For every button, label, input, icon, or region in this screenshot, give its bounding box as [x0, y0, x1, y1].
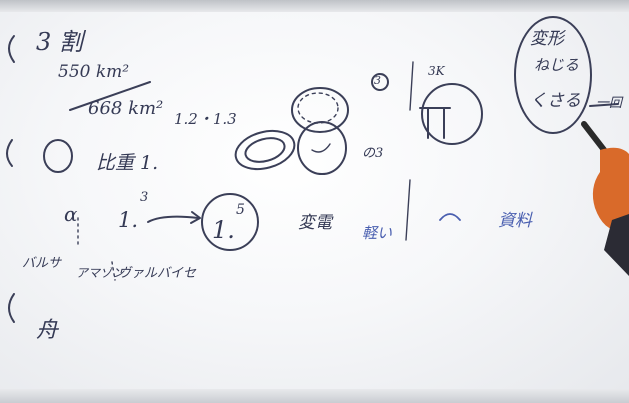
whiteboard-top-frame	[0, 0, 629, 12]
formula-base: 1.	[118, 208, 139, 232]
top-right-note-1: 変形	[530, 29, 564, 49]
arrow-line	[147, 215, 199, 223]
dash-text: 一回	[596, 96, 623, 111]
label-mid: 変電	[298, 213, 332, 233]
vertical-mark-2	[405, 179, 411, 241]
area-1: 550 km²	[58, 62, 130, 82]
item-a: α	[64, 202, 78, 226]
item-compare: 比重 1.	[96, 152, 159, 174]
circle-pi	[421, 83, 483, 145]
whiteboard-bottom-frame	[0, 389, 629, 403]
label-right: 資料	[498, 211, 532, 231]
margin-bracket-3	[8, 293, 15, 323]
hand-shape	[592, 147, 629, 232]
small-note: の3	[362, 146, 384, 161]
pi-symbol	[419, 107, 451, 139]
sleeve	[604, 214, 629, 276]
note-left-1: バルサ	[22, 256, 62, 271]
bottom-item: 舟	[36, 318, 59, 343]
label-blue: 軽い	[362, 224, 393, 242]
item3-heading: 3 割	[36, 28, 83, 56]
circle-cluster-c-mark	[311, 143, 331, 153]
circle-1-5	[201, 193, 259, 251]
label-3k: 3K	[428, 64, 445, 78]
circle-cluster-b	[291, 87, 349, 133]
note-left-3: ヴァルバイセ	[118, 266, 197, 281]
area-ratio: 1.2・1.3	[174, 110, 237, 128]
circled-3-label: 3	[374, 74, 381, 87]
vertical-mark-1	[409, 61, 414, 111]
margin-bracket-2	[6, 139, 13, 167]
area-2: 668 km²	[88, 98, 164, 119]
circled-exponent: 5	[236, 202, 245, 218]
circle-cluster-a	[234, 129, 296, 171]
note-left-2: アマゾン	[76, 266, 125, 280]
circled-3-ring	[371, 73, 389, 91]
dash-line	[589, 103, 619, 107]
top-right-note-3: くさる	[530, 91, 581, 111]
oval-right-notes	[514, 16, 592, 134]
blue-curve	[439, 213, 461, 221]
arrow-head	[190, 211, 201, 224]
margin-bracket-1	[8, 35, 15, 63]
circle-cluster-c	[297, 121, 347, 175]
circled-value: 1.	[212, 216, 235, 244]
empty-circle	[43, 139, 73, 173]
top-right-note-2: ねじる	[534, 56, 580, 74]
formula-exponent: 3	[140, 190, 149, 205]
circle-cluster-a-inner	[244, 137, 286, 163]
area-slash	[69, 81, 151, 111]
